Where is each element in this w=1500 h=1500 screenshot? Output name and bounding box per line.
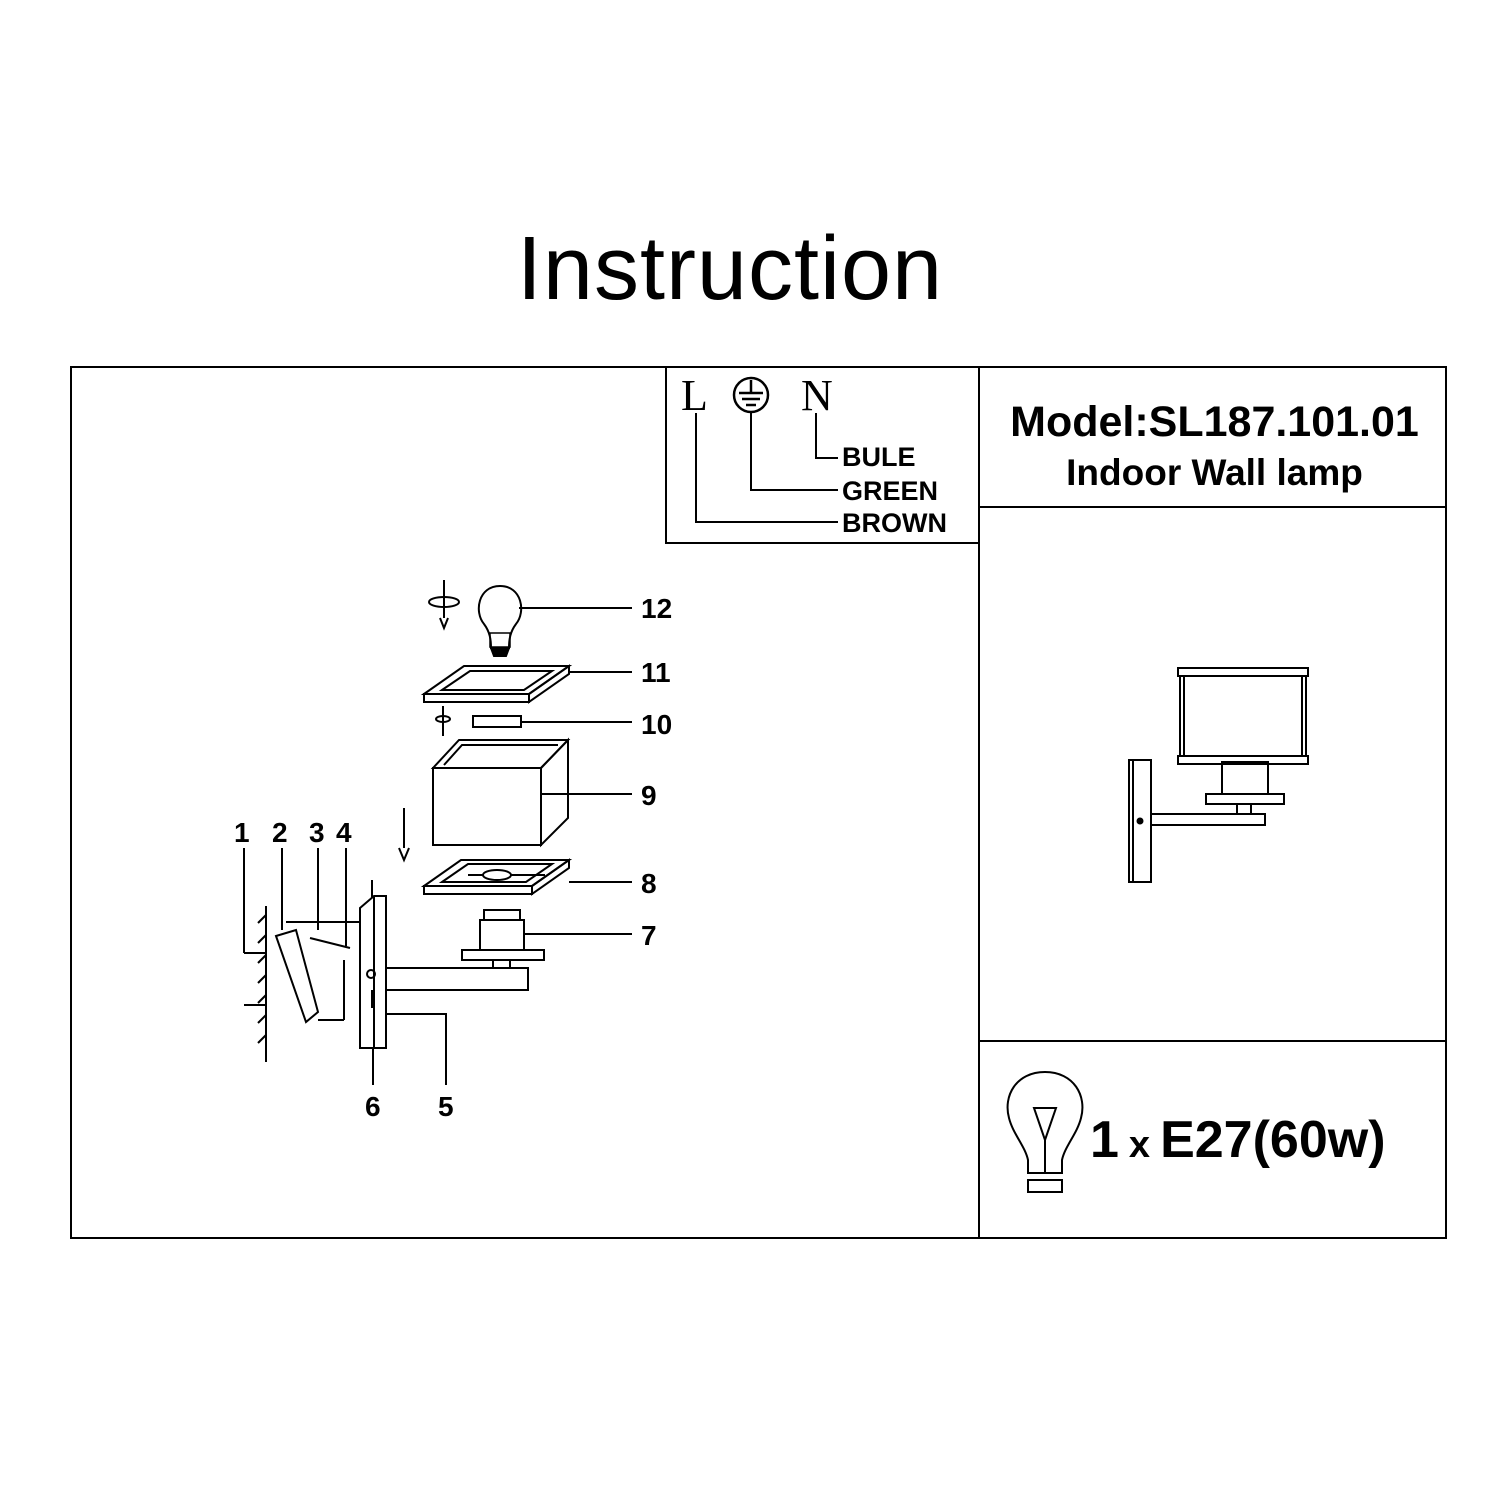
- part-label-7: 7: [641, 920, 657, 951]
- part-label-12: 12: [641, 593, 672, 624]
- part-label-6: 6: [365, 1091, 381, 1122]
- bulb-icon: [1006, 1070, 1084, 1193]
- part-label-5: 5: [438, 1091, 454, 1122]
- wire-blue-label: BULE: [842, 442, 916, 472]
- bulb-count: 1: [1090, 1111, 1119, 1169]
- part-label-10: 10: [641, 709, 672, 740]
- part-labels: 1 2 3 4 5 6 7 8 9 10 11 12: [234, 593, 672, 1122]
- product-type: Indoor Wall lamp: [1066, 452, 1363, 493]
- neutral-terminal-label: N: [801, 371, 833, 420]
- wall-plate-drawing: [359, 880, 529, 1085]
- bulb-multiplier: x: [1128, 1124, 1151, 1166]
- part-label-9: 9: [641, 780, 657, 811]
- part-label-4: 4: [336, 817, 352, 848]
- part-label-3: 3: [309, 817, 325, 848]
- wiring-diagram: L N BULE GREEN BROWN: [681, 371, 947, 538]
- top-frame-drawing: [420, 664, 632, 704]
- part-label-2: 2: [272, 817, 288, 848]
- wire-brown-label: BROWN: [842, 508, 947, 538]
- bulb-drawing: [428, 580, 632, 657]
- page-title: Instruction: [516, 219, 944, 319]
- live-terminal-label: L: [681, 371, 708, 420]
- socket-drawing: [461, 909, 632, 968]
- wall-bracket-drawing: [243, 848, 360, 1062]
- part-label-8: 8: [641, 868, 657, 899]
- part-label-1: 1: [234, 817, 250, 848]
- shade-drawing: [398, 737, 632, 863]
- wire-lines: [695, 412, 838, 523]
- ring-drawing: [435, 706, 632, 736]
- panel-borders: [70, 366, 1447, 1239]
- part-label-11: 11: [641, 657, 671, 688]
- wire-green-label: GREEN: [842, 476, 938, 506]
- assembled-lamp-drawing: [1128, 667, 1309, 883]
- exploded-assembly-diagram: [243, 580, 632, 1085]
- bottom-frame-drawing: [420, 858, 632, 896]
- earth-ground-icon: [732, 376, 770, 414]
- model-number: Model:SL187.101.01: [1010, 398, 1419, 446]
- bulb-type: E27(60w): [1160, 1111, 1386, 1169]
